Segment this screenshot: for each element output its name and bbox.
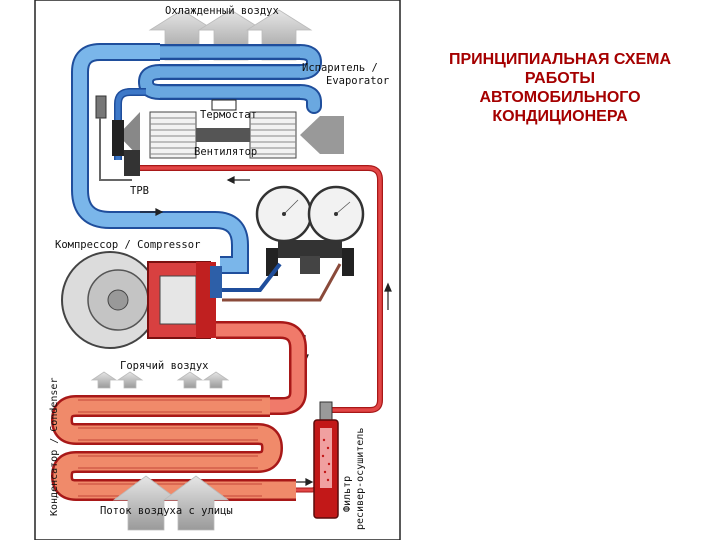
evaporator-coil — [137, 44, 323, 114]
compressor — [61, 251, 222, 349]
discharge-line — [216, 321, 307, 415]
cooled-air-label: Охлажденный воздух — [165, 5, 279, 17]
title-line-4: КОНДИЦИОНЕРА — [492, 108, 628, 125]
gauge-low-line — [222, 262, 282, 292]
thermostat-label: Термостат — [200, 109, 257, 121]
fan-motor — [196, 128, 250, 142]
evaporator-label-ru: Испаритель / — [302, 62, 378, 74]
gauge-high-line — [222, 263, 342, 302]
condenser-coil — [50, 395, 296, 501]
pressure-gauges — [255, 185, 365, 276]
page-title: ПРИНЦИПИАЛЬНАЯ СХЕМА РАБОТЫ АВТОМОБИЛЬНО… — [415, 50, 705, 126]
receiver-dryer-label: ресивер-осушитель — [355, 427, 366, 530]
filter-label: Фильтр — [342, 475, 353, 512]
trv-label: ТРВ — [130, 185, 149, 197]
title-line-1: ПРИНЦИПИАЛЬНАЯ СХЕМА — [448, 51, 672, 68]
trv-valve — [95, 95, 140, 181]
title-line-2: РАБОТЫ — [524, 70, 596, 87]
suction-line — [71, 43, 249, 274]
condenser-label: Конденсатор / Condenser — [49, 377, 60, 516]
fan-label: Вентилятор — [194, 146, 258, 158]
title-line-3: АВТОМОБИЛЬНОГО — [479, 89, 641, 106]
hot-air-label: Горячий воздух — [120, 360, 209, 372]
evaporator-label-en: Evaporator — [326, 75, 390, 87]
fan-right — [249, 111, 297, 159]
fan-arrow-right — [300, 116, 344, 154]
receiver-dryer — [313, 401, 339, 519]
outside-air-arrows — [112, 475, 230, 531]
liquid-line — [140, 165, 383, 413]
outside-air-label: Поток воздуха с улицы — [100, 505, 233, 517]
fan-left — [149, 111, 197, 159]
compressor-label: Компрессор / Compressor — [55, 239, 201, 251]
hot-air-arrows — [90, 371, 230, 389]
fan-arrow-left — [118, 112, 140, 158]
thermostat-box — [211, 99, 237, 111]
